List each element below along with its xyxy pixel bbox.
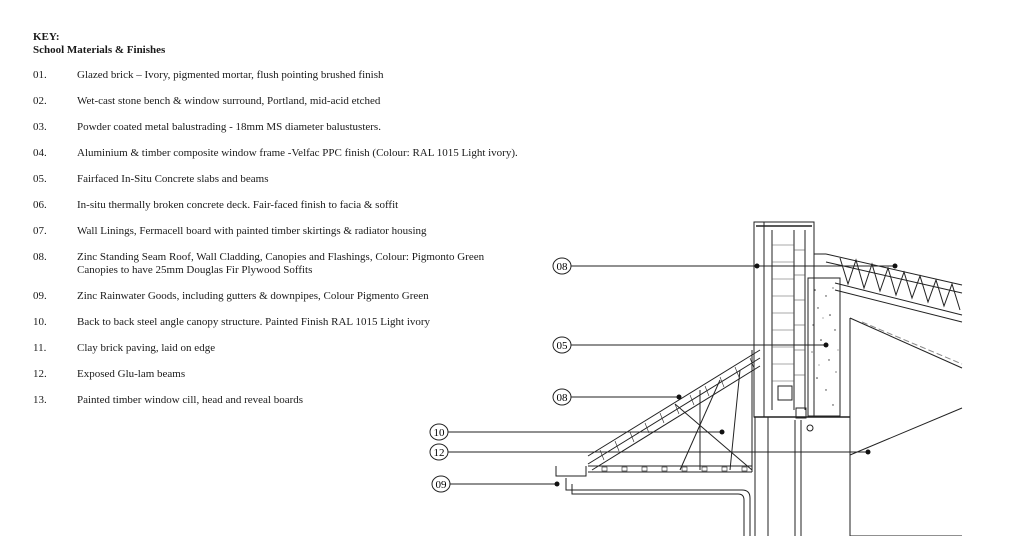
svg-text:08: 08 <box>557 261 569 273</box>
window-frame <box>754 385 850 536</box>
item-text-line: Back to back steel angle canopy structur… <box>77 316 431 328</box>
item-text-line: Zinc Standing Seam Roof, Wall Cladding, … <box>77 251 485 263</box>
item-text: Zinc Rainwater Goods, including gutters … <box>77 290 547 303</box>
callout-10: 10 <box>429 423 449 441</box>
item-text: Clay brick paving, laid on edge <box>77 342 547 355</box>
item-text: Exposed Glu-lam beams <box>77 368 547 381</box>
callout-08-upper: 08 <box>552 257 572 275</box>
item-text: Painted timber window cill, head and rev… <box>77 394 547 407</box>
item-text-line: Wall Linings, Fermacell board with paint… <box>77 225 427 237</box>
item-number: 07. <box>33 225 47 237</box>
item-text: Back to back steel angle canopy structur… <box>77 316 547 329</box>
item-number: 12. <box>33 368 47 380</box>
svg-text:10: 10 <box>434 427 446 439</box>
item-text-line: Fairfaced In-Situ Concrete slabs and bea… <box>77 173 269 185</box>
callout-05: 05 <box>552 336 572 354</box>
item-text-line: In-situ thermally broken concrete deck. … <box>77 199 399 211</box>
item-number: 03. <box>33 121 47 133</box>
svg-text:05: 05 <box>557 340 569 352</box>
wall-coursing <box>772 244 805 382</box>
concrete-stipple <box>811 287 839 406</box>
concrete-beam <box>807 277 841 417</box>
item-text-line: Exposed Glu-lam beams <box>77 368 186 380</box>
item-number: 11. <box>33 342 47 354</box>
item-number: 13. <box>33 394 47 406</box>
item-text-line: Painted timber window cill, head and rev… <box>77 394 304 406</box>
item-number: 08. <box>33 251 47 263</box>
item-text: Powder coated metal balustrading - 18mm … <box>77 121 547 134</box>
leader-dots <box>554 263 898 487</box>
key-title: KEY: <box>33 31 60 43</box>
item-number: 04. <box>33 147 47 159</box>
gutter <box>555 466 751 536</box>
item-number: 02. <box>33 95 47 107</box>
item-text: Wet-cast stone bench & window surround, … <box>77 95 547 108</box>
canopy <box>587 349 761 473</box>
item-text-line: Clay brick paving, laid on edge <box>77 342 216 354</box>
key-subtitle: School Materials & Finishes <box>33 44 166 56</box>
item-text: Aluminium & timber composite window fram… <box>77 147 547 160</box>
item-text: Glazed brick – Ivory, pigmented mortar, … <box>77 69 547 82</box>
svg-text:12: 12 <box>434 447 445 459</box>
callout-09: 09 <box>431 475 451 493</box>
svg-text:08: 08 <box>557 392 569 404</box>
item-text-line: Canopies to have 25mm Douglas Fir Plywoo… <box>77 264 313 276</box>
leader-lines <box>448 265 895 485</box>
callout-12: 12 <box>429 443 449 461</box>
item-text-line: Powder coated metal balustrading - 18mm … <box>77 121 381 133</box>
item-text-line: Glazed brick – Ivory, pigmented mortar, … <box>77 69 384 81</box>
item-text-line: Zinc Rainwater Goods, including gutters … <box>77 290 429 302</box>
callout-08-lower: 08 <box>552 388 572 406</box>
item-number: 01. <box>33 69 47 81</box>
svg-text:09: 09 <box>436 479 448 491</box>
item-text: Fairfaced In-Situ Concrete slabs and bea… <box>77 173 547 186</box>
item-text-line: Aluminium & timber composite window fram… <box>77 147 518 159</box>
key-heading: KEY: School Materials & Finishes <box>33 31 165 57</box>
roof-truss <box>814 253 963 536</box>
wall-section <box>753 221 815 418</box>
item-number: 05. <box>33 173 47 185</box>
item-number: 10. <box>33 316 47 328</box>
item-text: Zinc Standing Seam Roof, Wall Cladding, … <box>77 251 547 277</box>
item-number: 09. <box>33 290 47 302</box>
item-text: Wall Linings, Fermacell board with paint… <box>77 225 547 238</box>
item-text-line: Wet-cast stone bench & window surround, … <box>77 95 381 107</box>
item-number: 06. <box>33 199 47 211</box>
item-text: In-situ thermally broken concrete deck. … <box>77 199 547 212</box>
